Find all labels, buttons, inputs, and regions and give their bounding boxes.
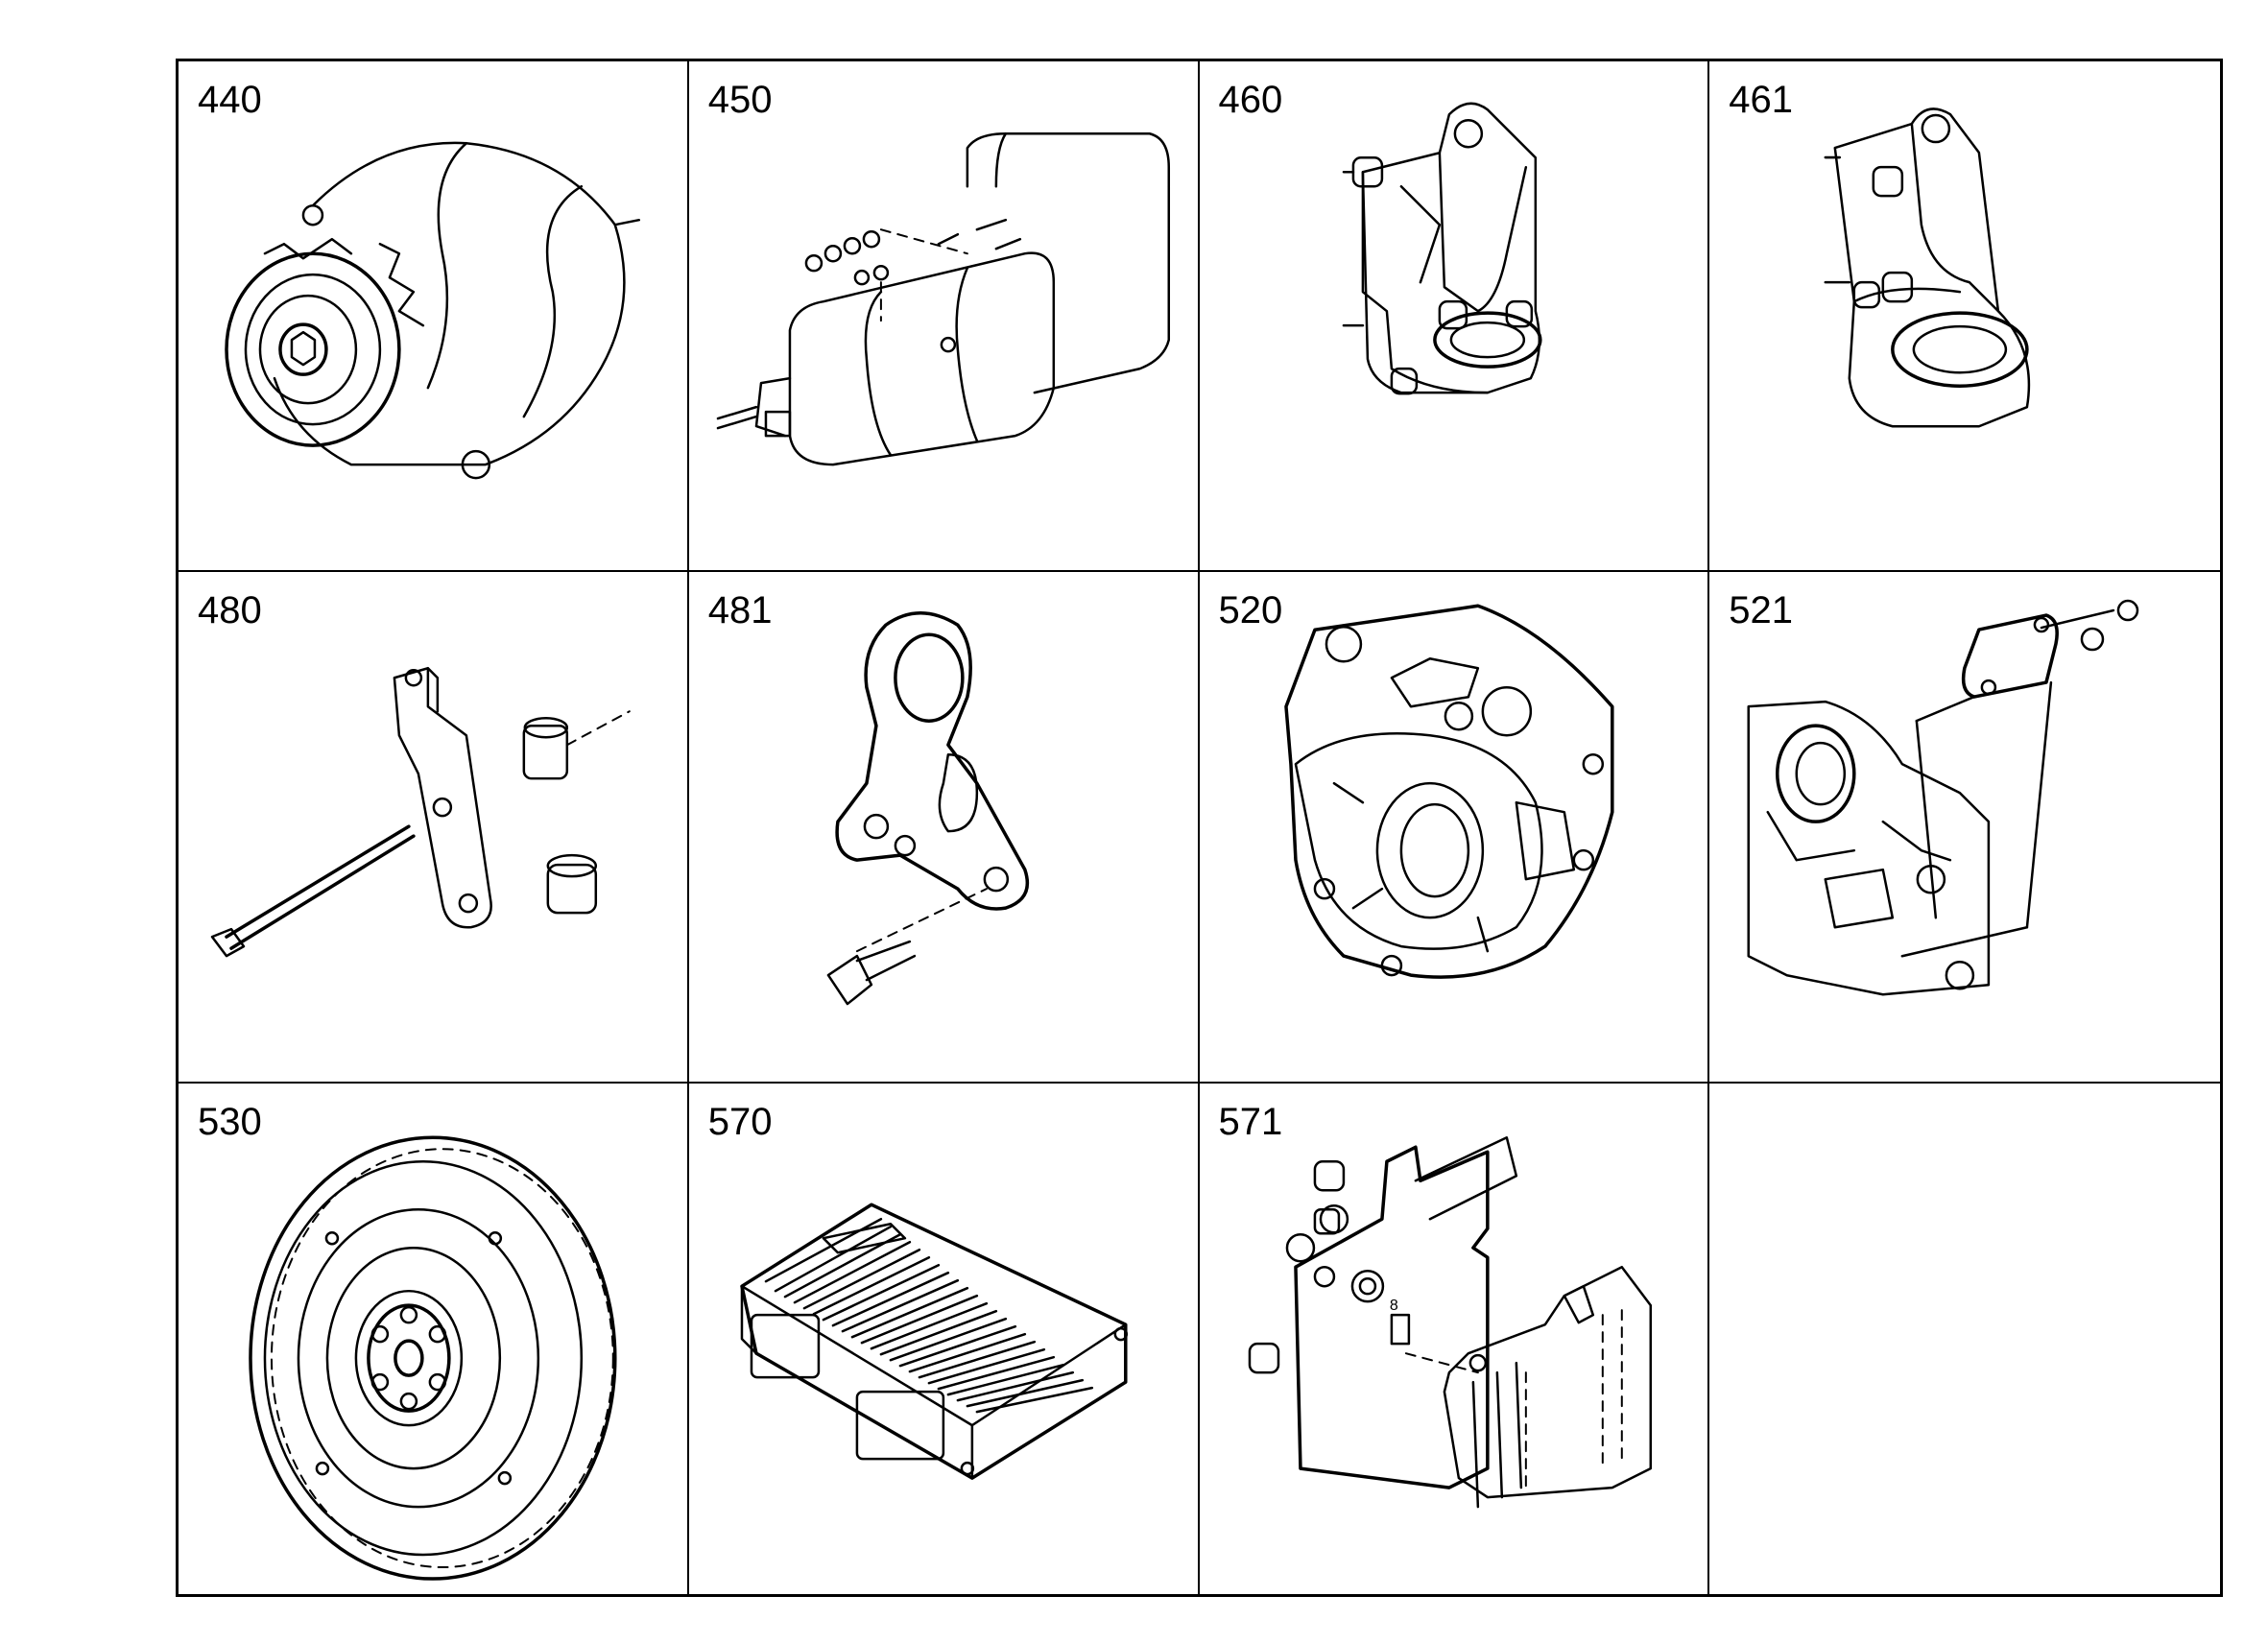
bracket-bolt-spacers-icon [210, 667, 631, 958]
part-cell-481[interactable]: 481 [688, 572, 1200, 1084]
control-unit-bracket-icon: 8 [1248, 1135, 1652, 1508]
lifting-eye-icon [826, 611, 1029, 1006]
part-number: 520 [1218, 589, 1283, 632]
part-number: 450 [707, 79, 773, 121]
flywheel-housing-icon [1283, 604, 1614, 980]
part-number: 461 [1729, 79, 1793, 121]
part-number: 440 [198, 79, 262, 121]
part-cell-480[interactable]: 480 [179, 572, 689, 1084]
alternator-icon [225, 141, 641, 480]
part-number: 530 [198, 1100, 262, 1143]
control-unit-icon [739, 1203, 1128, 1480]
starter-motor-icon [716, 132, 1170, 466]
part-cell-570[interactable]: 570 [689, 1083, 1200, 1594]
empty-cell [1709, 1084, 2220, 1594]
mounting-bracket-icon [1824, 107, 2031, 428]
part-number: 571 [1218, 1100, 1283, 1143]
part-cell-521[interactable]: 521 [1709, 572, 2220, 1084]
part-number: 521 [1729, 589, 1793, 632]
part-cell-571[interactable]: 571 8 [1200, 1083, 1710, 1594]
part-number: 480 [198, 589, 262, 632]
parts-grid: 440 450 [176, 59, 2223, 1597]
svg-text:8: 8 [1389, 1298, 1397, 1314]
part-cell-450[interactable]: 450 [688, 61, 1200, 573]
mounting-bracket-icon [1342, 102, 1542, 395]
part-number: 481 [707, 589, 773, 632]
part-cell-460[interactable]: 460 [1199, 61, 1710, 573]
part-cell-461[interactable]: 461 [1709, 61, 2220, 573]
flywheel-icon [249, 1135, 617, 1581]
cover-plate-icon [1747, 600, 2139, 996]
part-number: 570 [707, 1100, 773, 1143]
part-number: 460 [1218, 79, 1283, 121]
part-cell-530[interactable]: 530 [179, 1083, 689, 1594]
part-cell-440[interactable]: 440 [179, 61, 689, 573]
part-cell-520[interactable]: 520 [1199, 572, 1710, 1084]
